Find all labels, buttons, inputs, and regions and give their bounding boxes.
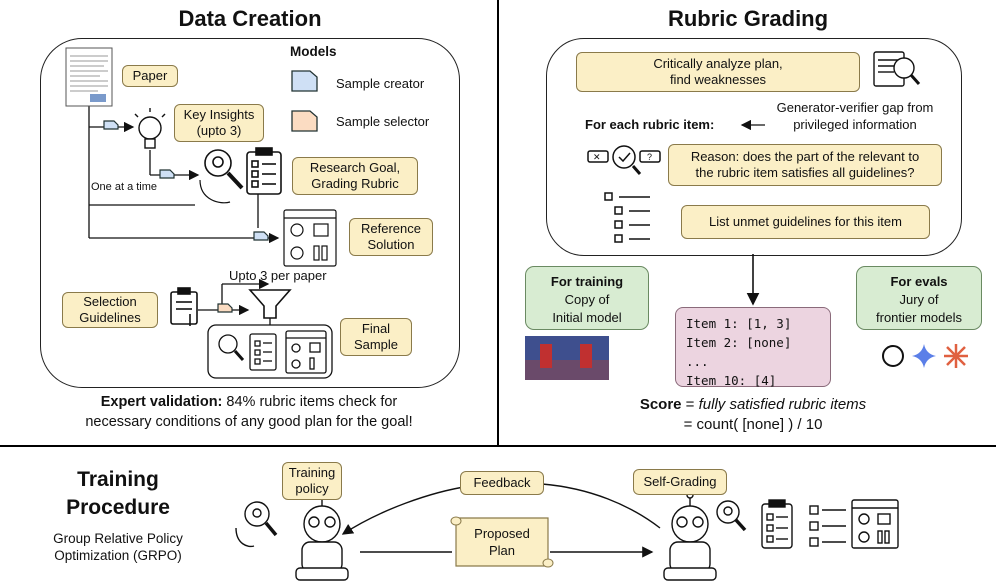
for-evals-box: For evals Jury of frontier models bbox=[856, 266, 982, 330]
magnifier-scroll-left bbox=[235, 501, 278, 548]
magnifier-bulb-glyph bbox=[199, 149, 244, 204]
feedback-box: Feedback bbox=[460, 471, 544, 495]
self-grading-box: Self-Grading bbox=[633, 469, 727, 495]
lightbulb-glyph bbox=[134, 108, 166, 149]
training-procedure-title: Training Procedure bbox=[66, 468, 170, 519]
for-training-label: For training bbox=[550, 274, 624, 289]
for-training-text: Copy of Initial model bbox=[552, 292, 622, 325]
selection-clipboard-glyph bbox=[170, 287, 198, 326]
verdict-glyph bbox=[587, 145, 661, 175]
research-plan-card bbox=[283, 209, 337, 267]
self-grading-icons bbox=[716, 499, 899, 549]
grading-output: Item 1: [1, 3] Item 2: [none] ... Item 1… bbox=[675, 307, 831, 388]
proposed-plan-label: Proposed Plan bbox=[474, 526, 530, 558]
final-sample-box: Final Sample bbox=[340, 318, 412, 356]
for-training-box: For training Copy of Initial model bbox=[525, 266, 649, 330]
horizontal-divider bbox=[0, 445, 996, 447]
expert-validation-line2: necessary conditions of any good plan fo… bbox=[85, 414, 413, 430]
one-at-a-time-label: One at a time bbox=[91, 181, 158, 193]
critique-glyph bbox=[873, 51, 921, 87]
reason-box: Reason: does the part of the relevant to… bbox=[668, 144, 942, 186]
key-insights-box: Key Insights (upto 3) bbox=[174, 104, 264, 142]
robot-left bbox=[295, 491, 349, 581]
paper-label: Paper bbox=[122, 65, 178, 87]
gap-note: Generator-verifier gap from privileged i… bbox=[776, 100, 934, 132]
list-glyph bbox=[604, 192, 650, 243]
for-each-rubric-item: For each rubric item: bbox=[585, 117, 715, 132]
critically-analyze-box: Critically analyze plan, find weaknesses bbox=[576, 52, 860, 92]
score-italic: fully satisfied rubric items bbox=[698, 396, 867, 413]
legend-sample-creator: Sample creator bbox=[336, 76, 425, 91]
clipboard-glyph bbox=[246, 147, 282, 195]
for-evals-text: Jury of frontier models bbox=[876, 292, 962, 325]
expert-validation-text: 84% rubric items check for bbox=[222, 394, 398, 410]
models-heading: Models bbox=[290, 44, 337, 59]
data-creation-panel bbox=[40, 38, 460, 388]
vertical-divider bbox=[497, 0, 499, 446]
paper-thumbnail bbox=[65, 47, 113, 107]
final-sample-icons bbox=[218, 330, 327, 374]
grpo-subtitle: Group Relative Policy Optimization (GRPO… bbox=[53, 531, 183, 563]
rubric-loop-panel bbox=[546, 38, 962, 256]
model-creator-glyphs bbox=[103, 120, 269, 313]
spiderman-meme-image bbox=[525, 336, 609, 380]
research-goal-box: Research Goal, Grading Rubric bbox=[292, 157, 418, 195]
rubric-grading-title: Rubric Grading bbox=[667, 6, 829, 31]
for-evals-label: For evals bbox=[890, 274, 948, 289]
score-line1: Score = fully satisfied rubric items bbox=[546, 396, 960, 413]
score-bold: Score bbox=[639, 396, 682, 413]
score-eq: = bbox=[681, 396, 699, 413]
training-policy-box: Training policy bbox=[282, 462, 342, 500]
selection-guidelines-box: Selection Guidelines bbox=[62, 292, 158, 328]
list-unmet-box: List unmet guidelines for this item bbox=[681, 205, 930, 239]
funnel-glyph bbox=[248, 289, 292, 319]
score-line2: = count( [none] ) / 10 bbox=[683, 416, 823, 433]
upto-per-paper-label: Upto 3 per paper bbox=[229, 268, 327, 283]
expert-validation-bold: Expert validation: bbox=[100, 394, 223, 410]
reference-solution-box: Reference Solution bbox=[349, 218, 433, 256]
expert-validation-line1: Expert validation: 84% rubric items chec… bbox=[40, 394, 458, 410]
legend-sample-selector: Sample selector bbox=[336, 114, 430, 129]
robot-right bbox=[663, 491, 717, 581]
frontier-model-logos bbox=[882, 344, 968, 368]
svg-text:?: ? bbox=[647, 152, 652, 162]
data-creation-title: Data Creation bbox=[178, 6, 322, 31]
svg-text:✕: ✕ bbox=[593, 152, 601, 162]
